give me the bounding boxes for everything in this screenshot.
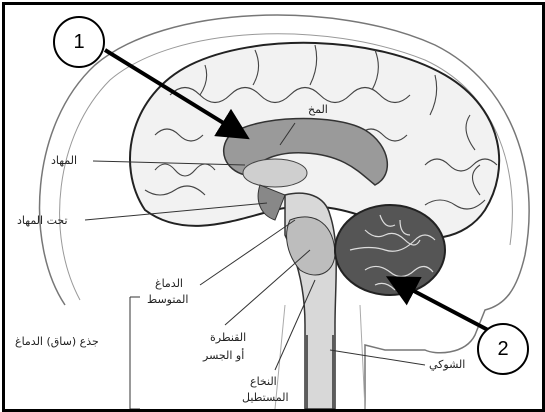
label-hypothalamus: تحت المهاد	[17, 214, 68, 228]
thalamus-shape	[243, 159, 307, 187]
label-thalamus: المهاد	[51, 154, 77, 168]
label-medulla-line1: النخاع	[250, 375, 277, 389]
marker-1-circle: 1	[53, 16, 105, 68]
label-brainstem: جذع (ساق) الدماغ	[15, 335, 99, 349]
label-medulla-line2: المستطيل	[242, 391, 289, 405]
label-midbrain-line1: الدماغ	[155, 277, 183, 291]
label-spinal-cord: الشوكي	[429, 358, 465, 372]
label-pons-line2: أو الجسر	[203, 349, 244, 363]
label-cerebrum: المخ	[308, 103, 328, 117]
marker-2-circle: 2	[477, 323, 529, 375]
label-pons-line1: القنطرة	[210, 331, 246, 345]
arrow-2	[393, 280, 488, 330]
label-midbrain-line2: المتوسط	[147, 293, 188, 307]
